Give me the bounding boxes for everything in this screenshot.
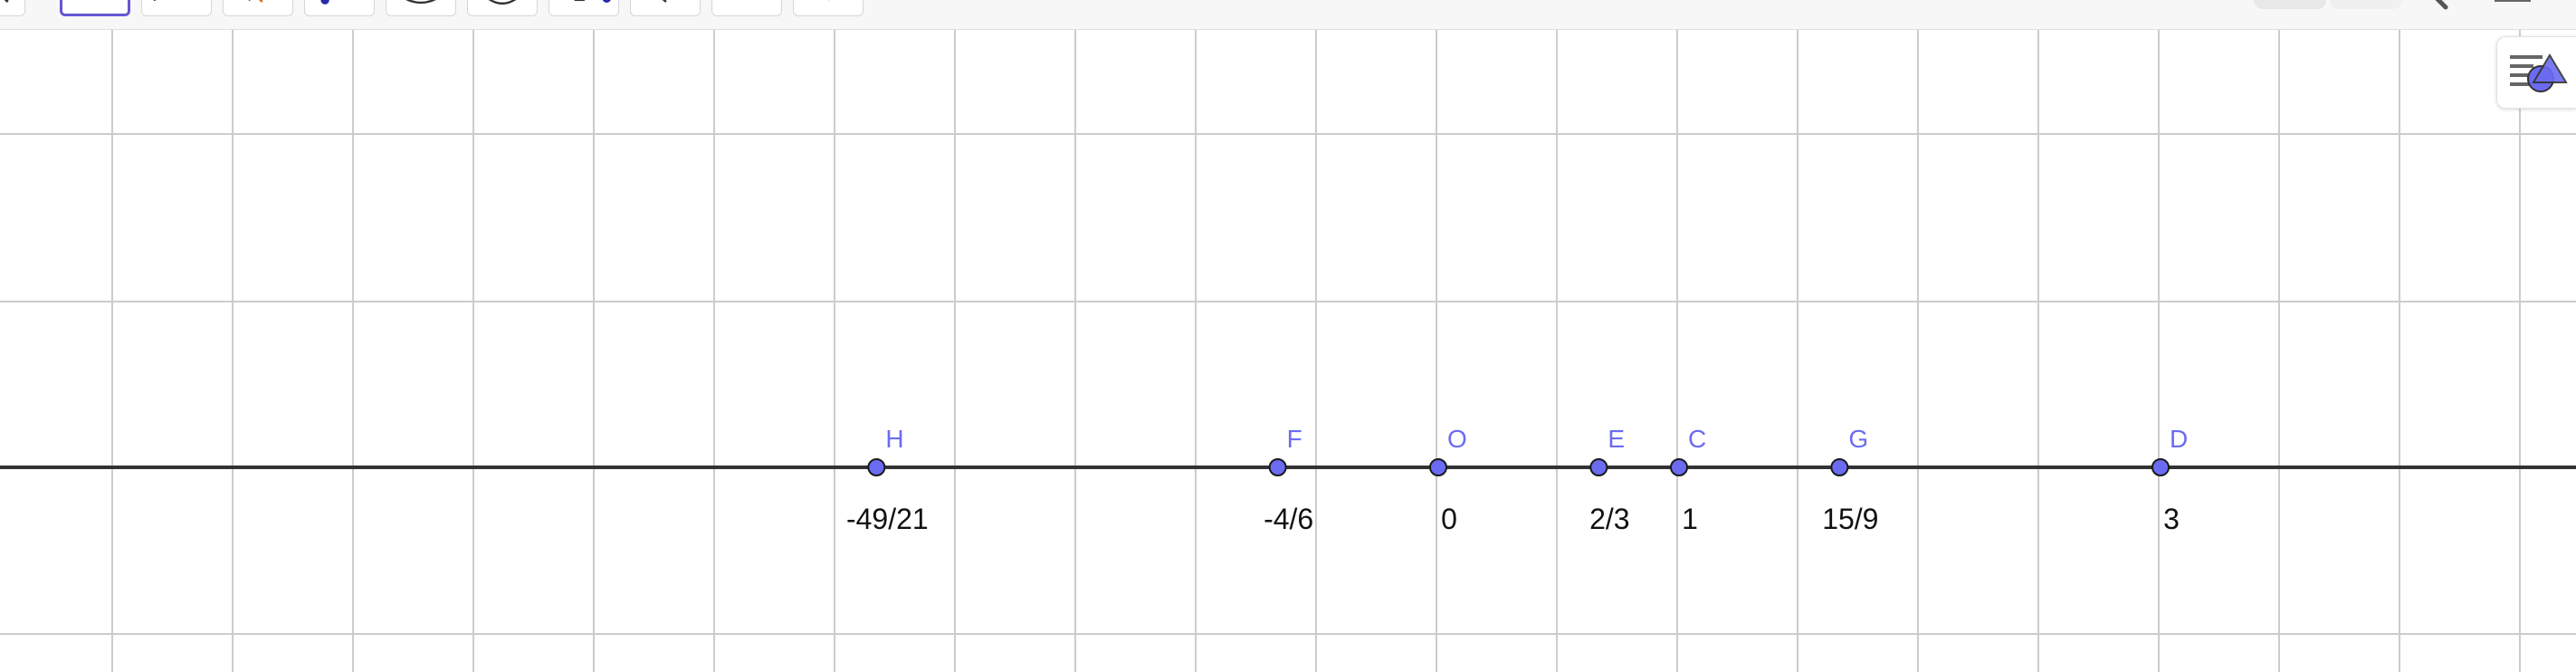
text-icon — [712, 0, 781, 15]
circle-icon — [405, 0, 436, 5]
tool-text[interactable] — [711, 0, 782, 16]
point-marker[interactable] — [2151, 458, 2170, 476]
point-value-label: 1 — [1682, 503, 1698, 535]
point-marker[interactable] — [1268, 458, 1287, 476]
point-D[interactable]: D3 — [2151, 425, 2188, 535]
line-icon — [153, 0, 157, 2]
point-F[interactable]: F -4/6 — [1264, 425, 1313, 535]
point-name-label: F — [1287, 425, 1302, 453]
point-marker[interactable] — [1589, 458, 1608, 476]
tool-move[interactable] — [0, 0, 25, 16]
point-O[interactable]: O0 — [1429, 425, 1467, 535]
reflect-icon — [662, 0, 667, 3]
ellipse-icon — [488, 0, 517, 5]
point-name-label: G — [1848, 425, 1868, 453]
undo-icon[interactable] — [2254, 0, 2326, 9]
point-value-label: 0 — [1441, 503, 1457, 535]
point-value-label: -4/6 — [1264, 503, 1313, 535]
tool-reflect[interactable] — [630, 0, 701, 16]
redo-icon[interactable] — [2330, 0, 2402, 9]
point-name-label: H — [885, 425, 903, 453]
grid — [0, 30, 2576, 672]
point-H[interactable]: H -49/21 — [846, 425, 929, 535]
point-name-label: C — [1688, 425, 1706, 453]
slider-icon — [827, 0, 831, 1]
point-value-label: 15/9 — [1822, 503, 1878, 535]
point-E[interactable]: E 2/3 — [1589, 425, 1629, 535]
point-name-label: D — [2170, 425, 2188, 453]
point-G[interactable]: G 15/9 — [1822, 425, 1878, 535]
arrow-icon — [4, 0, 9, 3]
point-marker[interactable] — [1429, 458, 1447, 476]
point-marker[interactable] — [1670, 458, 1688, 476]
tool-polygon[interactable] — [304, 0, 375, 16]
point-marker[interactable] — [867, 458, 886, 476]
tool-point[interactable] — [60, 0, 130, 16]
style-bar-toggle-button[interactable] — [2496, 36, 2576, 109]
point-icon — [62, 0, 128, 14]
point-name-label: E — [1608, 425, 1625, 453]
point-C[interactable]: C1 — [1670, 425, 1706, 535]
point-value-label: 3 — [2163, 503, 2180, 535]
tool-slider[interactable] — [793, 0, 863, 16]
point-value-label: -49/21 — [846, 503, 929, 535]
point-marker[interactable] — [1830, 458, 1849, 476]
search-icon[interactable] — [2426, 0, 2453, 13]
tool-ellipse[interactable] — [467, 0, 538, 16]
tool-circle[interactable] — [386, 0, 456, 16]
graphics-style-bar-icon — [2510, 53, 2568, 92]
perpendicular-icon — [248, 0, 263, 3]
polygon-icon — [320, 0, 329, 5]
toolbar — [0, 0, 2576, 30]
angle-icon — [574, 0, 611, 3]
menu-icon[interactable] — [2495, 0, 2531, 9]
point-name-label: O — [1447, 425, 1467, 453]
point-value-label: 2/3 — [1589, 503, 1629, 535]
tool-angle[interactable] — [549, 0, 619, 16]
tool-line[interactable] — [141, 0, 212, 16]
tool-perpendicular[interactable] — [223, 0, 293, 16]
